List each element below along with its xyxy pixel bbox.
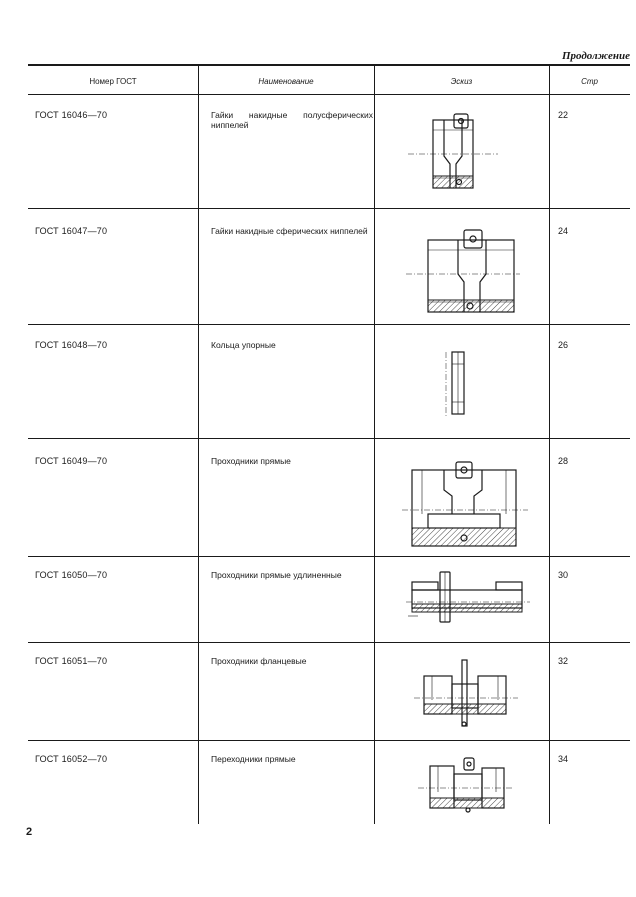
item-name: Проходники прямые удлиненные — [211, 570, 342, 580]
gost-number: ГОСТ 16051—70 — [35, 656, 108, 666]
page-reference: 26 — [558, 340, 569, 350]
page-reference: 34 — [558, 754, 569, 764]
row-divider — [28, 324, 630, 325]
page-reference: 28 — [558, 456, 569, 466]
item-name: Кольца упорные — [211, 340, 276, 350]
table-row: ГОСТ 16052—70 Переходники прямые 34 — [28, 748, 630, 824]
table-row: ГОСТ 16047—70 Гайки накидные сферических… — [28, 220, 630, 324]
page-reference: 24 — [558, 226, 569, 236]
page-reference: 30 — [558, 570, 569, 580]
item-name: Проходники прямые — [211, 456, 291, 466]
flanged-fitting-sketch — [414, 659, 518, 727]
table-row: ГОСТ 16049—70 Проходники прямые 28 — [28, 450, 630, 556]
thrust-ring-sketch — [445, 351, 465, 418]
row-divider — [28, 438, 630, 439]
gost-number: ГОСТ 16048—70 — [35, 340, 108, 350]
gost-number: ГОСТ 16052—70 — [35, 754, 108, 764]
row-divider — [28, 642, 630, 643]
table-row: ГОСТ 16046—70 Гайки накидные полусфериче… — [28, 104, 630, 208]
item-name: Проходники фланцевые — [211, 656, 307, 666]
gost-number: ГОСТ 16047—70 — [35, 226, 108, 236]
extended-fitting-sketch — [406, 571, 530, 623]
straight-adapter-sketch — [418, 757, 514, 813]
gost-index-table: Номер ГОСТ Наименование Эскиз Стр ГОСТ 1… — [28, 64, 630, 824]
straight-fitting-sketch — [402, 461, 528, 547]
header-rule — [28, 94, 630, 95]
cap-nut-hemispherical-sketch — [408, 113, 498, 189]
cap-nut-spherical-sketch — [406, 229, 520, 313]
row-divider — [28, 556, 630, 557]
table-row: ГОСТ 16051—70 Проходники фланцевые 32 — [28, 650, 630, 740]
item-name: Переходники прямые — [211, 754, 296, 764]
page-reference: 22 — [558, 110, 569, 120]
continued-label: Продолжение — [561, 50, 630, 62]
page-number: 2 — [26, 826, 33, 838]
table-row: ГОСТ 16048—70 Кольца упорные 26 — [28, 334, 630, 438]
column-header-sketch: Эскиз — [450, 76, 473, 86]
table-top-rule — [28, 64, 630, 66]
gost-number: ГОСТ 16050—70 — [35, 570, 108, 580]
gost-number: ГОСТ 16046—70 — [35, 110, 108, 120]
gost-number: ГОСТ 16049—70 — [35, 456, 108, 466]
column-header-number: Номер ГОСТ — [89, 76, 137, 86]
column-divider — [549, 64, 550, 824]
column-header-name: Наименование — [258, 76, 314, 86]
page-reference: 32 — [558, 656, 569, 666]
row-divider — [28, 208, 630, 209]
item-name: Гайки накидные полусферических ниппелей — [211, 110, 373, 130]
item-name: Гайки накидные сферических ниппелей — [211, 226, 368, 236]
column-header-page: Стр — [581, 76, 598, 86]
row-divider — [28, 740, 630, 741]
table-row: ГОСТ 16050—70 Проходники прямые удлиненн… — [28, 564, 630, 642]
column-divider — [198, 64, 199, 824]
column-divider — [374, 64, 375, 824]
